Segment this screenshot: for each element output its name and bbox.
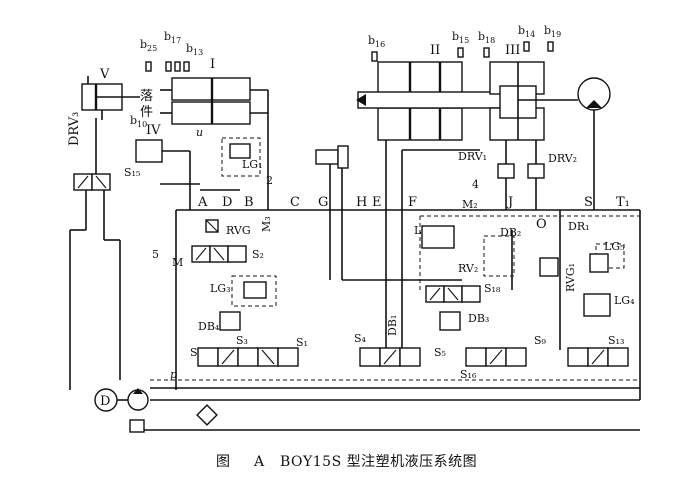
valve-s2 (191, 245, 247, 263)
pipe-network (69, 90, 641, 431)
label-b10: b10 (130, 114, 147, 129)
label-db2: DB₂ (500, 226, 521, 239)
cylinder-i (160, 77, 268, 125)
label-b13: b13 (186, 42, 203, 57)
figure-caption: 图 A BOY15S 型注塑机液压系统图 (216, 454, 477, 470)
label-lg5: LG₅ (604, 240, 625, 253)
filter (196, 404, 218, 426)
port-c: C (290, 195, 300, 210)
cylinder-iii (489, 61, 545, 141)
label-db3: DB₃ (468, 312, 489, 325)
label-cyl-i: I (210, 57, 215, 72)
label-b16: b16 (368, 34, 385, 49)
label-db1: DB₁ (386, 315, 399, 336)
valve-rvg1 (539, 257, 559, 277)
port-o: O (536, 217, 547, 232)
label-p: p (170, 368, 177, 381)
port-h: H (356, 195, 367, 210)
port-f: F (408, 195, 417, 210)
label-s5: S₅ (434, 346, 446, 359)
port-d: D (222, 195, 232, 210)
cylinder-v (81, 76, 140, 120)
label-luoliao2: 件 (140, 105, 153, 120)
label-s16: S₁₆ (460, 368, 477, 381)
valve-s16-s9 (465, 347, 527, 367)
label-b14: b14 (518, 24, 535, 39)
label-dr1: DR₁ (568, 220, 590, 233)
valve-lg5 (589, 253, 609, 273)
port-g: G (318, 195, 328, 210)
label-m2: M₂ (462, 198, 478, 211)
label-n5: 5 (152, 248, 159, 261)
label-b15: b15 (452, 30, 469, 45)
valve-rvg (205, 219, 219, 233)
valve-lg4 (583, 293, 611, 317)
label-s13: S₁₃ (608, 334, 624, 347)
label-db4: DB₄ (198, 320, 220, 333)
valve-s15 (73, 173, 111, 191)
motor-arrow (586, 100, 602, 108)
valve-drv1 (497, 163, 515, 179)
valve-db3 (439, 311, 461, 331)
label-u: u (196, 126, 203, 139)
label-lg1: LG₁ (242, 158, 263, 171)
label-n2: 2 (266, 174, 273, 187)
port-b: B (244, 195, 254, 210)
valve-lg3 (243, 281, 267, 299)
limit-switches-left (145, 61, 190, 72)
label-s18: S₁₈ (484, 282, 501, 295)
valve-s4-s5 (359, 347, 421, 367)
lg1-valve (229, 143, 251, 159)
label-luoliao: 落 (140, 89, 153, 104)
valve-s17-s1 (197, 347, 299, 367)
port-t1: T₁ (616, 195, 630, 210)
label-n4: 4 (472, 178, 479, 191)
label-s9: S₉ (534, 334, 547, 347)
label-s15: S₁₅ (124, 166, 140, 179)
cylinder-iv (135, 139, 163, 163)
label-motor-d: D (100, 394, 110, 409)
valve-s13 (567, 347, 629, 367)
label-drv3: DRV₃ (67, 112, 82, 146)
label-lg4: LG₄ (614, 294, 635, 307)
limit-switches-right (371, 41, 554, 62)
label-s1: S₁ (296, 336, 308, 349)
label-b17: b17 (164, 30, 181, 45)
label-s2: S₂ (252, 248, 264, 261)
valve-drv2 (527, 163, 545, 179)
label-b18: b18 (478, 30, 495, 45)
caption-letter: A (253, 454, 265, 470)
port-e: E (372, 195, 382, 210)
cylinder-ii (356, 61, 519, 141)
label-cyl-iii: III (505, 43, 520, 58)
label-cyl-v: V (99, 67, 110, 82)
label-lg3: LG₃ (210, 282, 231, 295)
tank-filter (129, 419, 145, 433)
label-s3: S₃ (236, 334, 248, 347)
label-m3: M₃ (260, 216, 273, 232)
valve-s18 (425, 285, 481, 303)
port-j: J (506, 195, 513, 210)
label-b25: b25 (140, 38, 157, 53)
valve-lg2 (421, 225, 455, 249)
label-cyl-iv: IV (146, 123, 161, 138)
port-s: S (584, 195, 593, 210)
label-rvg1: RVG₁ (564, 263, 577, 292)
caption-figure: 图 (216, 454, 231, 470)
label-m: M (172, 256, 183, 269)
nozzle-cylinder (315, 149, 339, 165)
lg1-outline (221, 137, 261, 177)
label-rvg: RVG (226, 224, 251, 237)
port-a: A (197, 195, 208, 210)
label-s4: S₄ (354, 332, 367, 345)
label-rv2: RV₂ (458, 262, 478, 275)
label-drv2: DRV₂ (548, 152, 577, 165)
label-drv1: DRV₁ (458, 150, 487, 163)
label-b19: b19 (544, 24, 561, 39)
label-cyl-ii: II (430, 43, 440, 58)
caption-title: BOY15S 型注塑机液压系统图 (280, 454, 477, 470)
valve-db4 (219, 311, 241, 331)
